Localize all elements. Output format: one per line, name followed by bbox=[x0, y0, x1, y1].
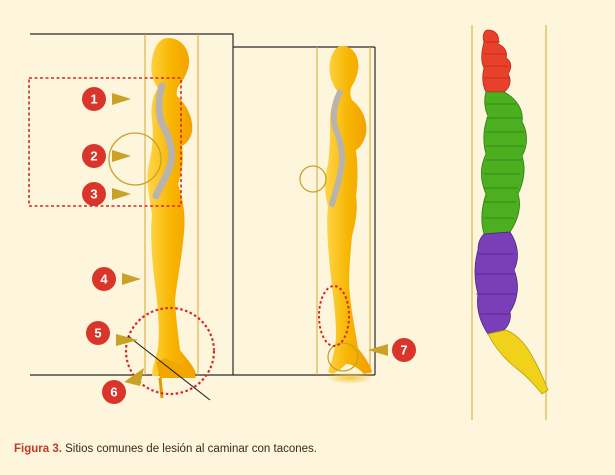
svg-text:6: 6 bbox=[110, 385, 117, 400]
svg-text:3: 3 bbox=[90, 187, 97, 202]
svg-text:1: 1 bbox=[90, 92, 97, 107]
figure-caption-label: Figura 3. bbox=[14, 443, 62, 455]
arrow-2 bbox=[112, 150, 131, 162]
marker-1: 1 bbox=[82, 87, 131, 111]
marker-3: 3 bbox=[82, 182, 131, 206]
spine-illustration bbox=[475, 30, 548, 394]
arrow-6 bbox=[124, 368, 144, 386]
arrow-5 bbox=[116, 334, 138, 346]
marker-4: 4 bbox=[92, 267, 141, 291]
marker-2: 2 bbox=[82, 144, 131, 168]
arrow-4 bbox=[122, 273, 141, 285]
svg-text:7: 7 bbox=[400, 343, 407, 358]
arrow-1 bbox=[112, 93, 131, 105]
figure-caption-text: Sitios comunes de lesión al caminar con … bbox=[62, 443, 317, 455]
arrow-7 bbox=[368, 344, 388, 356]
svg-text:4: 4 bbox=[100, 272, 108, 287]
svg-text:2: 2 bbox=[90, 149, 97, 164]
frame-lines bbox=[30, 34, 375, 375]
figure-caption: Figura 3. Sitios comunes de lesión al ca… bbox=[14, 443, 317, 455]
marker-6: 6 bbox=[102, 368, 144, 404]
silhouette-heels bbox=[147, 38, 196, 398]
arrow-3 bbox=[112, 188, 131, 200]
marker-5: 5 bbox=[86, 321, 138, 346]
silhouette-barefoot bbox=[325, 46, 374, 384]
svg-text:5: 5 bbox=[94, 326, 101, 341]
